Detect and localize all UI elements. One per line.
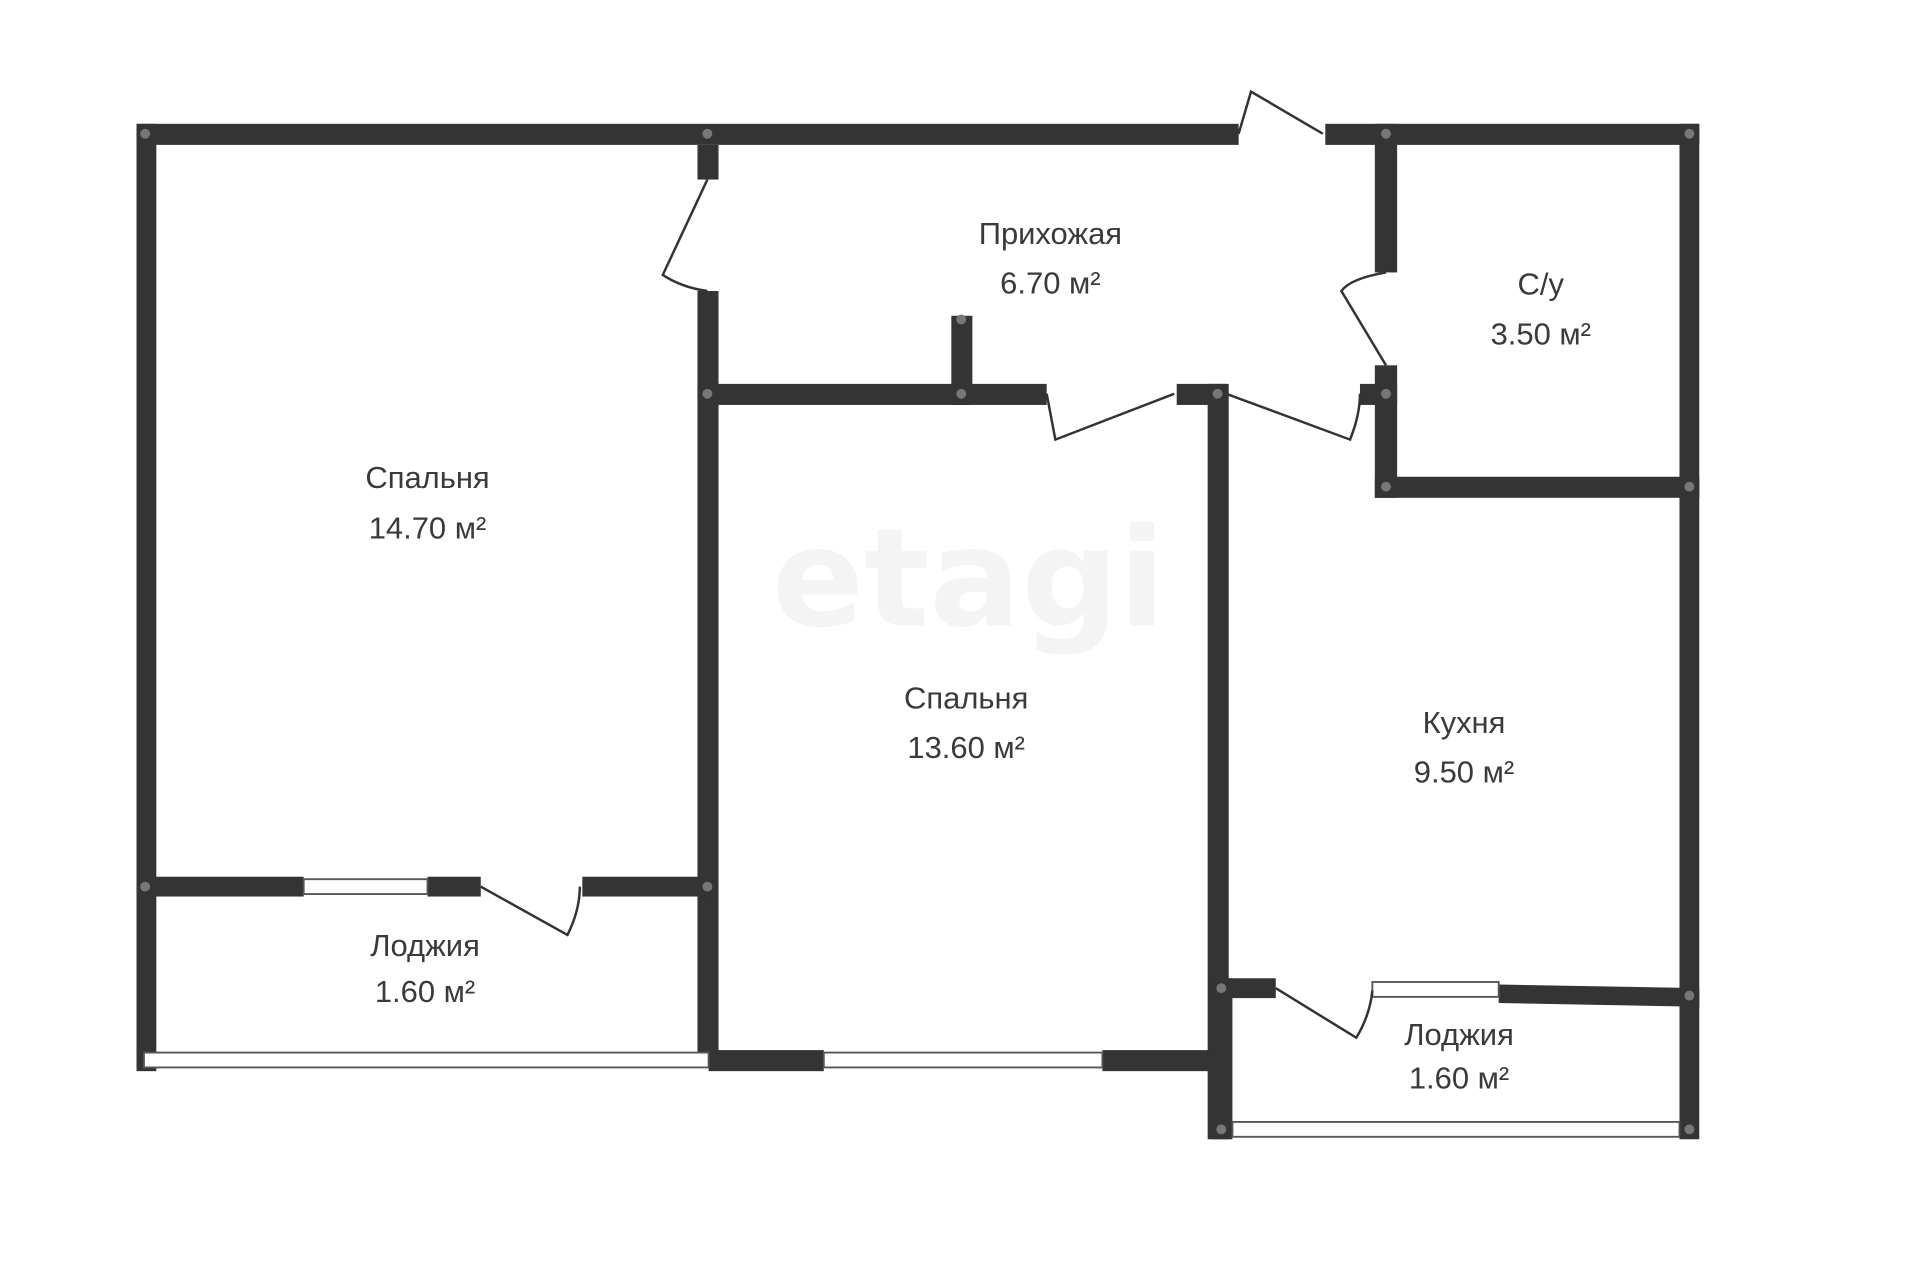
- room-bedroom-2: Спальня 13.60 м²: [904, 680, 1028, 765]
- room-area: 3.50 м²: [1491, 316, 1591, 351]
- room-bathroom: С/у 3.50 м²: [1491, 267, 1591, 352]
- windows: [143, 878, 1681, 1138]
- room-kitchen: Кухня 9.50 м²: [1414, 705, 1514, 790]
- room-area: 14.70 м²: [369, 511, 487, 546]
- room-name: Кухня: [1423, 705, 1506, 740]
- room-loggia-1: Лоджия 1.60 м²: [370, 928, 480, 1009]
- room-name: Прихожая: [979, 216, 1122, 251]
- room-area: 6.70 м²: [1000, 265, 1100, 300]
- wall-nodes: [140, 128, 1695, 1135]
- doors: [480, 89, 1388, 1040]
- room-name: С/у: [1518, 267, 1565, 302]
- room-area: 1.60 м²: [1409, 1060, 1509, 1095]
- room-loggia-2: Лоджия 1.60 м²: [1404, 1017, 1514, 1095]
- room-name: Лоджия: [370, 928, 480, 963]
- room-name: Лоджия: [1404, 1017, 1514, 1052]
- watermark-logo: etagi: [772, 500, 1166, 658]
- room-area: 9.50 м²: [1414, 755, 1514, 790]
- room-area: 13.60 м²: [907, 730, 1025, 765]
- room-name: Спальня: [904, 680, 1028, 715]
- room-area: 1.60 м²: [375, 974, 475, 1009]
- room-bedroom-1: Спальня 14.70 м²: [365, 460, 489, 546]
- room-hallway: Прихожая 6.70 м²: [979, 216, 1122, 301]
- room-name: Спальня: [365, 460, 489, 495]
- walls: [136, 123, 1700, 1140]
